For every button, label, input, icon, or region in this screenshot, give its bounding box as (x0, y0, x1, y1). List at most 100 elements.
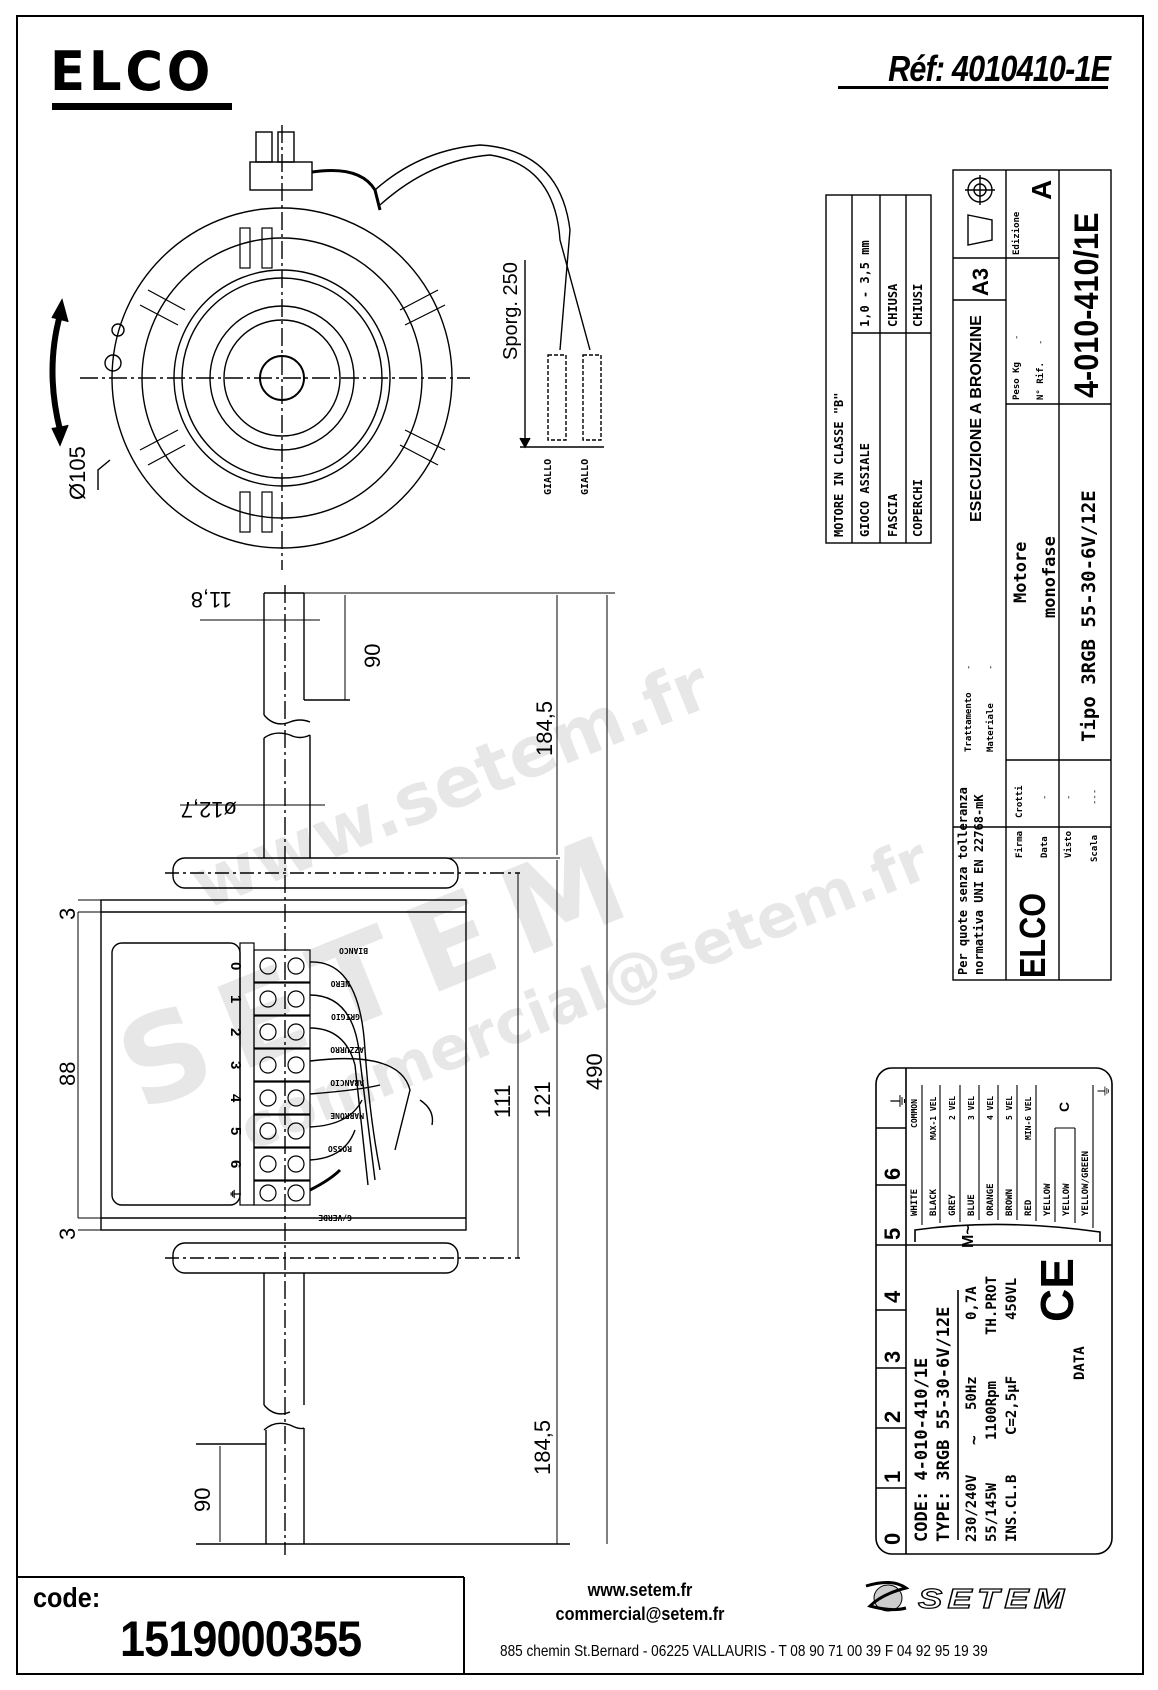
tolerance-line2: normativa UNI EN 22768-mK (972, 794, 986, 975)
terminal-number-5: 5 (227, 1127, 244, 1136)
title-block-lines (952, 169, 1112, 981)
nameplate-insulation: INS.CL.B (1004, 1474, 1020, 1542)
body-height-label: 88 (55, 1061, 80, 1086)
wire-function-4-vel: 4 VEL (986, 1095, 995, 1120)
wire-function-2-vel: 2 VEL (948, 1095, 957, 1120)
wire-label-azzurro: AZZURRO (330, 1045, 364, 1054)
body-margin-bottom-label: 3 (55, 1227, 80, 1240)
motor-symbol: M~ (960, 1225, 977, 1248)
terminal-number-3: 3 (227, 1061, 244, 1070)
date-value: - (1040, 794, 1050, 800)
wire-label-rosso: ROSSO (327, 1144, 352, 1153)
diameter-105-label: Ø105 (65, 446, 90, 500)
description-line1: Motore (1011, 541, 1031, 603)
tolerance-line1: Per quote senza tolleranza (956, 787, 970, 975)
ref-value: - (1036, 339, 1046, 345)
drawing-number: 4-010-410/1E (1068, 212, 1106, 398)
terminal-ground-symbol: ⏚ (228, 1188, 242, 1201)
nameplate-ac-symbol: ~ (964, 1435, 983, 1445)
total-length-label: 490 (582, 1053, 607, 1090)
nameplate-earth-icon: ⏚ (1096, 1084, 1112, 1098)
checked-value: - (1064, 794, 1074, 800)
wire-function-max-1: MAX-1 VEL (929, 1096, 938, 1140)
wire-label-nero: NERO (330, 979, 350, 988)
wire-color-blue: BLUE (967, 1194, 977, 1216)
wire-function-3-vel: 3 VEL (967, 1095, 976, 1120)
treatment-label: Trattamento (964, 692, 974, 752)
signature-label: Firma (1015, 830, 1025, 858)
shaft-flat-length-bottom-label: 90 (190, 1487, 215, 1512)
terminal-number-0: 0 (227, 962, 244, 971)
weight-label: Peso Kg (1012, 362, 1022, 400)
wire-color-white: WHITE (910, 1188, 920, 1216)
footer-address: 885 chemin St.Bernard - 06225 VALLAURIS … (500, 1643, 988, 1660)
description-line3: Tipo 3RGB 55-30-6V/12E (1078, 490, 1100, 742)
mount-height-111-label: 111 (490, 1084, 515, 1118)
setem-globe-icon (862, 1578, 910, 1618)
terminal-number-2: 2 (227, 1028, 244, 1037)
treatment-value: - (964, 664, 974, 670)
execution-note: ESECUZIONE A BRONZINE (968, 315, 985, 522)
wire-color-orange: ORANGE (986, 1183, 996, 1216)
wire-color-grey: GREY (948, 1194, 958, 1216)
setem-logo: SETEM (917, 1582, 1070, 1614)
lead-color-2: GIALLO (580, 458, 591, 495)
motor-end-view (49, 125, 604, 570)
scale-label: Scala (1090, 834, 1100, 862)
wire-function-common: COMMON (910, 1099, 919, 1128)
wire-function-5-vel: 5 VEL (1005, 1095, 1014, 1120)
shaft-length-top-label: 184,5 (532, 700, 557, 756)
ce-mark: CE (1031, 1258, 1083, 1322)
spec-value-coperchi: CHIUSI (911, 283, 925, 327)
nameplate-code-line: CODE: 4-010-410/1E (912, 1357, 932, 1542)
wire-function-min-6: MIN-6 VEL (1024, 1096, 1033, 1140)
code-value: 1519000355 (120, 1611, 362, 1667)
nameplate-position-4: 4 (880, 1290, 905, 1303)
date-label: Data (1040, 836, 1050, 858)
terminal-number-4: 4 (227, 1094, 244, 1103)
material-value: - (986, 664, 996, 670)
wire-color-yellow-green: YELLOW/GREEN (1081, 1150, 1091, 1216)
shaft-diameter-label: ø12,7 (180, 797, 237, 822)
nameplate-power: 55/145W (984, 1482, 1000, 1542)
nameplate-frequency: 50Hz (964, 1376, 980, 1410)
nameplate-position-1: 1 (880, 1470, 905, 1483)
nameplate-position-2: 2 (880, 1410, 905, 1423)
shaft-flat-width-label: 11,8 (190, 587, 232, 612)
spec-label-gioco-assiale: GIOCO ASSIALE (858, 443, 872, 537)
lead-color-1: GIALLO (543, 458, 554, 495)
spec-table-title: MOTORE IN CLASSE "B" (832, 392, 846, 538)
nameplate-position-0: 0 (880, 1532, 905, 1545)
title-block-elco-logo: ELCO (1012, 892, 1053, 978)
nameplate-position-3: 3 (880, 1350, 905, 1363)
edition-label: Edizione (1012, 211, 1022, 255)
weight-value: - (1012, 334, 1022, 340)
terminal-number-1: 1 (227, 995, 244, 1004)
nameplate-current: 0,7A (964, 1286, 980, 1320)
footer-email-link[interactable]: commercial@setem.fr (555, 1604, 725, 1624)
body-margin-top-label: 3 (55, 907, 80, 920)
nameplate-data-label: DATA (1072, 1346, 1088, 1380)
elco-logo: ELCO (50, 40, 215, 103)
nameplate-thermal: TH.PROT (984, 1275, 1000, 1335)
lead-length-label: Sporg. 250 (500, 262, 522, 360)
mount-height-121-label: 121 (530, 1081, 555, 1118)
spec-table-lines (825, 194, 932, 544)
spec-label-fascia: FASCIA (886, 493, 900, 537)
elco-logo-underline (52, 103, 232, 110)
spec-label-coperchi: COPERCHI (911, 479, 925, 537)
terminal-number-6: 6 (227, 1160, 244, 1169)
edition-value: A (1026, 179, 1057, 200)
reference-underline (838, 86, 1108, 89)
wire-color-brown: BROWN (1005, 1188, 1015, 1216)
ref-label: N° Rif. (1036, 362, 1046, 400)
wire-label-marrone: MARRONE (330, 1111, 364, 1120)
footer-website-link[interactable]: www.setem.fr (587, 1580, 693, 1600)
nameplate-voltage: 230/240V (964, 1474, 980, 1542)
reference-number: Réf: 4010410-1E (888, 48, 1111, 89)
scale-value: --- (1090, 788, 1100, 805)
shaft-length-bottom-label: 184,5 (530, 1419, 555, 1475)
wire-label-arancio: ARANCIO (330, 1078, 364, 1087)
motor-side-view (77, 585, 615, 1555)
